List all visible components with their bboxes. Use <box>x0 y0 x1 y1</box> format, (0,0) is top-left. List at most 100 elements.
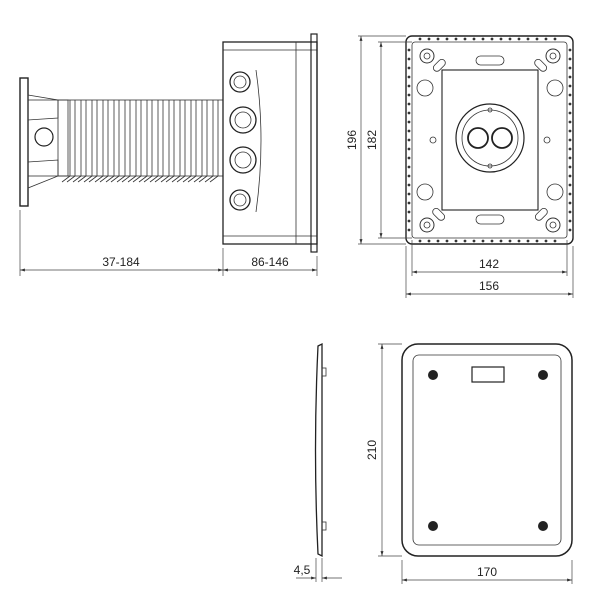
frame-dot <box>568 48 572 52</box>
frame-dot <box>407 228 411 232</box>
frame-dot <box>436 239 440 243</box>
frame-dot <box>454 239 458 243</box>
frame-dot <box>472 239 476 243</box>
side-view: 37-184 86-146 <box>19 33 318 276</box>
frame-dot <box>568 228 572 232</box>
frame-dot <box>568 66 572 70</box>
frame-dot <box>568 165 572 169</box>
frame-dots <box>407 37 572 243</box>
central-knockout <box>455 103 525 173</box>
cover-screw-top-right-icon <box>538 370 548 380</box>
frame-dot <box>407 192 411 196</box>
tube-rib <box>160 100 175 183</box>
frame-dot <box>427 239 431 243</box>
frame-dot <box>407 174 411 178</box>
frame-dot <box>472 37 476 41</box>
inner-plate <box>441 69 539 211</box>
tube-rib <box>204 100 219 183</box>
frame-dot <box>499 37 503 41</box>
frame-dot <box>445 239 449 243</box>
frame-dot <box>407 120 411 124</box>
frame-dot <box>407 75 411 79</box>
frame-dot <box>568 156 572 160</box>
tube-rib <box>182 100 197 183</box>
frame-dot <box>418 239 422 243</box>
box-frame <box>405 35 574 245</box>
frame-dot <box>407 48 411 52</box>
frame-dot <box>568 138 572 142</box>
tube-rib <box>72 100 87 183</box>
corner-screws <box>416 48 564 233</box>
frame-dot <box>568 75 572 79</box>
frame-dot <box>463 37 467 41</box>
frame-dot <box>568 102 572 106</box>
frame-dot <box>544 239 548 243</box>
frame-dot <box>407 183 411 187</box>
frame-dot <box>568 120 572 124</box>
cover-screw-bottom-right-icon <box>538 521 548 531</box>
frame-dot <box>454 37 458 41</box>
frame-dot <box>407 219 411 223</box>
frame-dot <box>418 37 422 41</box>
tube-rib <box>171 100 186 183</box>
frame-dot <box>568 147 572 151</box>
tube-rib <box>94 100 109 183</box>
cover-side-view: 4,5 <box>294 342 342 582</box>
frame-dot <box>508 239 512 243</box>
lower-bracket <box>27 159 59 189</box>
tube-rib <box>193 100 208 183</box>
inner-height-label: 182 <box>365 130 379 150</box>
frame-dot <box>526 37 530 41</box>
box-depth-range-label: 86-146 <box>251 255 289 269</box>
frame-dot <box>568 111 572 115</box>
frame-dot <box>490 239 494 243</box>
frame-dot <box>407 165 411 169</box>
frame-dot <box>499 239 503 243</box>
frame-dot <box>553 239 557 243</box>
front-view: 196 182 142 156 <box>345 35 574 298</box>
tube-rib <box>105 100 120 183</box>
frame-dot <box>568 174 572 178</box>
frame-dot <box>407 84 411 88</box>
frame-dot <box>407 138 411 142</box>
cable-entry-left-icon <box>467 127 489 149</box>
cable-entry-right-icon <box>491 127 513 149</box>
frame-dot <box>427 37 431 41</box>
frame-dot <box>407 111 411 115</box>
frame-dot <box>407 210 411 214</box>
frame-dot <box>481 37 485 41</box>
tube-rib <box>138 100 153 183</box>
depth-range-label: 37-184 <box>102 255 140 269</box>
tube-rib <box>149 100 164 183</box>
cover-front-view: 210 170 <box>365 343 573 584</box>
cover-height-label: 210 <box>365 440 379 460</box>
frame-dot <box>436 37 440 41</box>
frame-dot <box>481 239 485 243</box>
frame-dot <box>517 37 521 41</box>
cover-width-label: 170 <box>477 565 497 579</box>
frame-dot <box>568 201 572 205</box>
frame-dot <box>568 210 572 214</box>
cover-plate <box>401 343 573 557</box>
frame-dot <box>568 93 572 97</box>
frame-dot <box>407 156 411 160</box>
front-flange <box>19 77 29 207</box>
upper-bracket <box>27 94 59 121</box>
frame-dot <box>544 37 548 41</box>
frame-dot <box>553 37 557 41</box>
frame-dot <box>517 239 521 243</box>
cover-thickness-label: 4,5 <box>294 563 311 577</box>
mount-hole-icon <box>34 127 54 147</box>
frame-dot <box>568 57 572 61</box>
telescopic-tube <box>57 99 224 177</box>
box-rim <box>310 33 318 253</box>
outer-width-label: 156 <box>479 279 499 293</box>
frame-dot <box>526 239 530 243</box>
frame-dot <box>568 84 572 88</box>
frame-dot <box>568 183 572 187</box>
frame-dot <box>407 57 411 61</box>
outer-height-label: 196 <box>345 130 359 150</box>
frame-dot <box>407 66 411 70</box>
tube-rib <box>61 100 76 183</box>
